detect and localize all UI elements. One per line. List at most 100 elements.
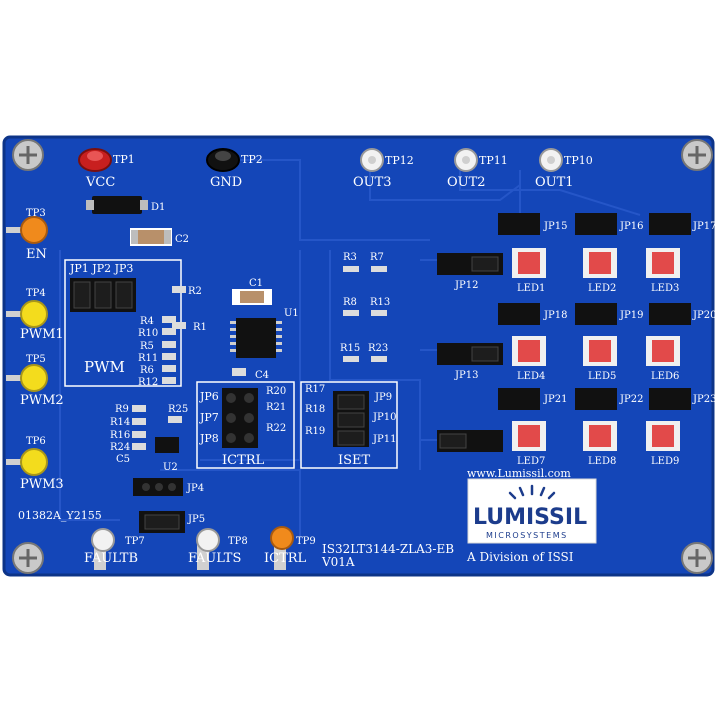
jumper-jp13[interactable]: JP13: [437, 343, 503, 381]
svg-text:LED8: LED8: [588, 456, 616, 467]
svg-text:JP16: JP16: [619, 221, 643, 232]
screw-top-left: [12, 139, 44, 171]
svg-text:JP13: JP13: [454, 370, 478, 381]
led-1: LED1: [512, 248, 546, 294]
svg-text:R3: R3: [343, 252, 357, 263]
svg-text:TP4: TP4: [26, 288, 46, 299]
pwm-jumper-header[interactable]: [70, 278, 136, 312]
led-2: LED2: [583, 248, 617, 294]
svg-text:JP11: JP11: [372, 434, 396, 445]
svg-text:TP11: TP11: [479, 154, 508, 167]
svg-text:JP19: JP19: [619, 310, 643, 321]
svg-text:TP10: TP10: [564, 154, 593, 167]
jumper-jp12[interactable]: JP12: [437, 253, 503, 291]
svg-text:GND: GND: [210, 175, 242, 190]
svg-text:TP2: TP2: [241, 153, 263, 166]
svg-text:LED4: LED4: [517, 371, 545, 382]
svg-text:PWM2: PWM2: [20, 393, 64, 408]
led-3: LED3: [646, 248, 680, 294]
svg-text:OUT2: OUT2: [447, 175, 486, 190]
svg-text:FAULTS: FAULTS: [188, 551, 241, 566]
svg-text:PWM: PWM: [84, 358, 125, 376]
svg-text:C5: C5: [116, 454, 130, 465]
svg-text:PWM3: PWM3: [20, 477, 64, 492]
capacitor-c2: C2: [130, 228, 189, 246]
test-point-tp7: TP7 FAULTB: [84, 528, 145, 570]
ic-u2: U2: [155, 437, 179, 473]
svg-text:FAULTB: FAULTB: [84, 551, 138, 566]
svg-text:JP1 JP2 JP3: JP1 JP2 JP3: [69, 262, 133, 275]
led-row-2: JP18 JP19 JP20 LED4 LED5 LED6: [498, 303, 716, 382]
iset-block: R17 R18 R19 JP9 JP10 JP11 ISET: [300, 381, 398, 469]
svg-text:R8: R8: [343, 297, 357, 308]
svg-text:R6: R6: [140, 365, 154, 376]
test-point-tp4: TP4 PWM1: [6, 288, 64, 342]
svg-text:R20: R20: [266, 386, 286, 397]
svg-text:JP17: JP17: [692, 221, 716, 232]
svg-text:LED6: LED6: [651, 371, 679, 382]
svg-text:TP9: TP9: [296, 536, 316, 547]
screw-bottom-right: [681, 542, 713, 574]
ic-u1: U1: [230, 308, 299, 358]
svg-text:VCC: VCC: [85, 175, 115, 190]
svg-text:U2: U2: [163, 462, 178, 473]
test-point-tp1: TP1 VCC: [78, 148, 135, 190]
svg-text:TP1: TP1: [113, 153, 135, 166]
svg-text:LED7: LED7: [517, 456, 545, 467]
svg-text:R22: R22: [266, 423, 286, 434]
svg-text:R5: R5: [140, 341, 154, 352]
svg-text:JP15: JP15: [543, 221, 567, 232]
svg-text:R1: R1: [193, 322, 207, 333]
iset-jumper-header[interactable]: [333, 391, 369, 447]
svg-text:JP8: JP8: [199, 432, 219, 445]
svg-text:C4: C4: [255, 370, 269, 381]
svg-text:R24: R24: [110, 442, 130, 453]
svg-text:JP9: JP9: [374, 392, 392, 403]
svg-text:JP23: JP23: [692, 394, 716, 405]
ictrl-jumper-header[interactable]: [222, 388, 258, 448]
svg-text:OUT3: OUT3: [353, 175, 392, 190]
test-point-tp5: TP5 PWM2: [6, 354, 64, 408]
test-point-tp6: TP6 PWM3: [6, 436, 64, 492]
jumper-jp14[interactable]: [437, 430, 503, 452]
test-point-tp3: TP3 EN: [6, 208, 48, 262]
led-9: LED9: [646, 421, 680, 467]
svg-text:JP7: JP7: [199, 411, 219, 424]
svg-text:LED2: LED2: [588, 283, 616, 294]
svg-text:JP6: JP6: [199, 390, 219, 403]
svg-text:LED9: LED9: [651, 456, 679, 467]
sunburst-icon: [508, 484, 556, 500]
led-6: LED6: [646, 336, 680, 382]
test-point-tp12: TP12 OUT3: [353, 148, 414, 190]
svg-text:R15: R15: [340, 343, 360, 354]
svg-text:JP22: JP22: [619, 394, 643, 405]
svg-text:TP8: TP8: [228, 536, 248, 547]
test-point-tp8: TP8 FAULTS: [188, 528, 248, 570]
svg-text:JP12: JP12: [454, 280, 478, 291]
svg-text:ICTRL: ICTRL: [222, 453, 265, 468]
svg-text:R23: R23: [368, 343, 388, 354]
test-point-tp2: TP2 GND: [206, 148, 263, 190]
svg-text:TP3: TP3: [26, 208, 46, 219]
svg-text:R21: R21: [266, 402, 286, 413]
test-point-tp11: TP11 OUT2: [447, 148, 508, 190]
division-label: A Division of ISSI: [466, 550, 574, 564]
svg-text:TP6: TP6: [26, 436, 46, 447]
capacitor-c1: C1: [232, 278, 272, 305]
svg-text:ISET: ISET: [338, 453, 371, 468]
jumper-jp5[interactable]: JP5: [139, 511, 205, 533]
svg-text:JP5: JP5: [187, 514, 205, 525]
svg-text:C1: C1: [249, 278, 263, 289]
board-version: V01A: [321, 555, 355, 569]
svg-text:R11: R11: [138, 353, 158, 364]
svg-text:D1: D1: [151, 202, 165, 213]
jumper-jp4[interactable]: JP4: [133, 478, 204, 496]
svg-text:R14: R14: [110, 417, 130, 428]
svg-text:R18: R18: [305, 404, 325, 415]
svg-text:LED5: LED5: [588, 371, 616, 382]
svg-text:EN: EN: [26, 247, 47, 262]
svg-text:R2: R2: [188, 286, 202, 297]
led-8: LED8: [583, 421, 617, 467]
svg-text:R25: R25: [168, 404, 188, 415]
svg-text:JP18: JP18: [543, 310, 567, 321]
